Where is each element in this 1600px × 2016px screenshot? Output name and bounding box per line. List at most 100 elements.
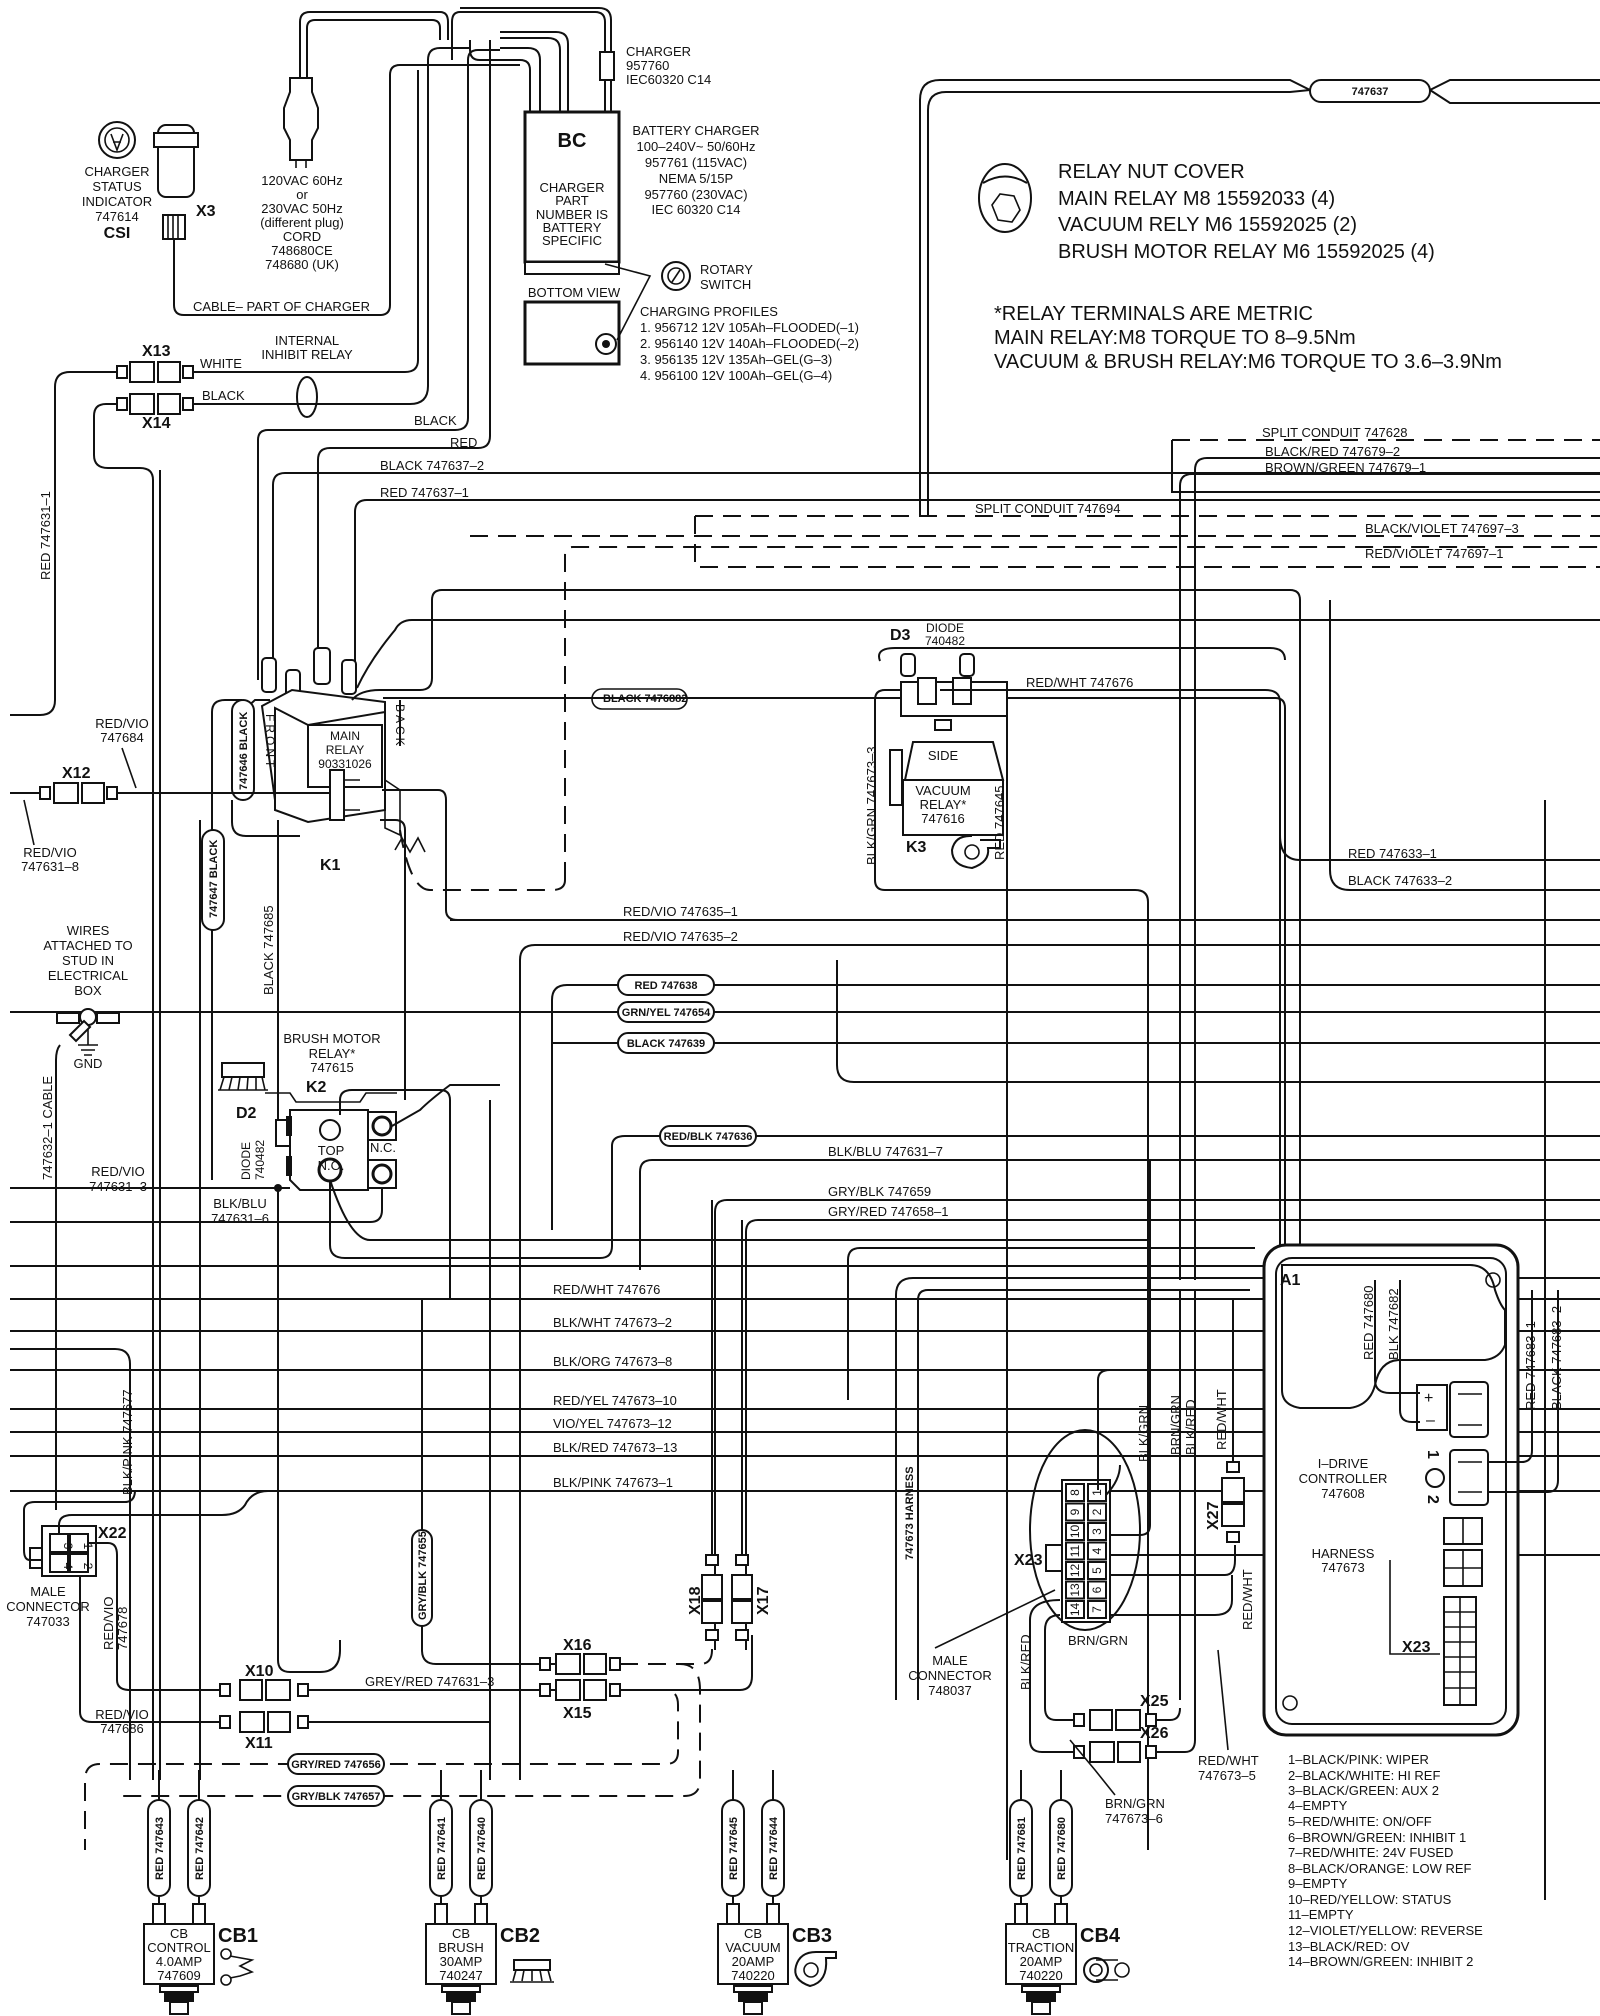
blkred-747673-13-label: BLK/RED 747673–13 xyxy=(553,1440,677,1455)
x10-label: X10 xyxy=(245,1663,274,1680)
x15-label: X15 xyxy=(563,1705,592,1722)
blkpink-747677-label: BLK/PINK 747677 xyxy=(120,1389,135,1495)
pill-747654 xyxy=(617,1001,715,1023)
k2-top: TOP xyxy=(318,1143,345,1158)
bc-desc-4: NEMA 5/15P xyxy=(659,171,733,186)
nut-cover-line-4: BRUSH MOTOR RELAY M6 15592025 (4) xyxy=(1058,241,1435,263)
blkblu-747631-6-1: BLK/BLU xyxy=(213,1196,266,1211)
gryblk-747655-label: GRY/BLK 747655 xyxy=(417,1531,429,1620)
x23-pin-9 xyxy=(1065,1502,1085,1522)
x23-pin-5 xyxy=(1087,1561,1107,1580)
redyel-747673-10-label: RED/YEL 747673–10 xyxy=(553,1393,677,1408)
breaker-wire-label: RED 747645 xyxy=(728,1817,740,1880)
d2-label-1: DIODE xyxy=(239,1142,253,1180)
breaker-wire-label: RED 747640 xyxy=(476,1817,488,1880)
bc-inner-5: SPECIFIC xyxy=(542,233,602,248)
cord-line-4: (different plug) xyxy=(260,215,344,230)
svg-text:1: 1 xyxy=(1424,1450,1441,1459)
redvio-747631-3-1: RED/VIO xyxy=(91,1164,144,1179)
cable-note: CABLE– PART OF CHARGER xyxy=(193,299,370,314)
profile-1: 1. 956712 12V 105Ah–FLOODED(–1) xyxy=(640,320,859,335)
k3-line-3: 747616 xyxy=(921,811,964,826)
breaker-text: BRUSH xyxy=(438,1940,484,1955)
gryblk-747657-label: GRY/BLK 747657 xyxy=(292,1791,381,1803)
breaker-wire-label: RED 747642 xyxy=(194,1817,206,1880)
iec-label-3: IEC60320 C14 xyxy=(626,72,711,87)
breaker-wire-label: RED 747680 xyxy=(1056,1817,1068,1880)
torque-note-3: VACUUM & BRUSH RELAY:M6 TORQUE TO 3.6–3.… xyxy=(994,351,1502,373)
x23-pin-label: 10 xyxy=(1068,1525,1082,1539)
csi-label-3: INDICATOR xyxy=(82,194,152,209)
blk-grn-label: BLK/GRN xyxy=(1136,1405,1151,1462)
black-747646-label: 747646 BLACK xyxy=(238,712,250,790)
x26-label: X26 xyxy=(1140,1725,1169,1742)
ground-note-4: ELECTRICAL xyxy=(48,968,128,983)
redwht-747676-label: RED/WHT 747676 xyxy=(553,1282,660,1297)
redvio-747635-1-label: RED/VIO 747635–1 xyxy=(623,904,738,919)
breaker-terminal xyxy=(1054,1903,1068,1925)
ground-note-1: WIRES xyxy=(67,923,110,938)
redvio-747678-2: 747678 xyxy=(115,1607,130,1650)
main-relay-k1: MAIN RELAY 90331026 FRONT BACK K1 xyxy=(260,647,426,874)
d2-tag: D2 xyxy=(236,1105,257,1122)
blkpink-747673-1-label: BLK/PINK 747673–1 xyxy=(553,1475,673,1490)
brush-icon xyxy=(510,1959,554,1983)
k2-tag: K2 xyxy=(306,1079,327,1096)
a1-tag: A1 xyxy=(1280,1272,1301,1289)
relay-nut-cover-icon xyxy=(978,163,1032,233)
red-747637-1-label: RED 747637–1 xyxy=(380,485,469,500)
redvio-747631-3-2: 747631–3 xyxy=(89,1179,147,1194)
breaker-terminal xyxy=(726,1903,740,1925)
bc-inner-4: BATTERY xyxy=(543,220,602,235)
black-7476882-label: BLACK 7476882 xyxy=(603,693,687,705)
charger-status-indicator: CHARGER STATUS INDICATOR 747614 CSI xyxy=(82,121,152,242)
x22-label: X22 xyxy=(98,1525,127,1542)
x15-connector: X15 xyxy=(539,1679,621,1722)
x23-pin-6 xyxy=(1087,1580,1107,1600)
x23-pin-3 xyxy=(1087,1522,1107,1541)
ground-stud: GND xyxy=(56,1008,120,1071)
black-747637-2-label: BLACK 747637–2 xyxy=(380,458,484,473)
ground-note-2: ATTACHED TO xyxy=(43,938,132,953)
redwht-747673-5-1: RED/WHT xyxy=(1198,1753,1259,1768)
nut-cover-line-1: RELAY NUT COVER xyxy=(1058,161,1245,183)
breaker-text: CB xyxy=(452,1926,470,1941)
black-747647-label: 747647 BLACK xyxy=(208,840,220,918)
red-747631-1-label: RED 747631–1 xyxy=(38,491,53,580)
legend-line-4: 4–EMPTY xyxy=(1288,1798,1348,1813)
main-relay-line-1: MAIN xyxy=(330,729,360,743)
inhibit-relay-loop xyxy=(296,376,318,418)
breaker-text: TRACTION xyxy=(1008,1940,1074,1955)
male-conn-748037-3: 748037 xyxy=(928,1683,971,1698)
ground-note-5: BOX xyxy=(74,983,102,998)
legend-line-10: 10–RED/YELLOW: STATUS xyxy=(1288,1892,1452,1907)
breaker-body xyxy=(1005,1923,1077,1985)
blkgrn-747673-3-label: BLK/GRN 747673–3 xyxy=(864,746,879,865)
x11-connector: X11 xyxy=(219,1711,309,1752)
traction-motor-icon xyxy=(1083,1957,1130,1983)
grnyel-747654-label: GRN/YEL 747654 xyxy=(622,1007,711,1019)
rotary-switch-label-2: SWITCH xyxy=(700,277,751,292)
greyred-747631-3-label: GREY/RED 747631–3 xyxy=(365,1674,494,1689)
black-747633-2-label: BLACK 747633–2 xyxy=(1348,873,1452,888)
x23-pin-label: 14 xyxy=(1068,1603,1082,1617)
redvio-747686-2: 747686 xyxy=(100,1721,143,1736)
x3-connector: X3 xyxy=(153,124,216,240)
battery-plus: + xyxy=(1424,1390,1433,1407)
blk-red-label: BLK/RED xyxy=(1183,1399,1198,1455)
pill-747657 xyxy=(287,1785,385,1807)
bc-desc-6: IEC 60320 C14 xyxy=(652,202,741,217)
battery-charger: BC CHARGER PART NUMBER IS BATTERY SPECIF… xyxy=(451,7,652,366)
brngrn-747673-6-1: BRN/GRN xyxy=(1105,1796,1165,1811)
x17-label: X17 xyxy=(755,1586,772,1615)
iec-inlet-icon xyxy=(599,51,615,81)
black-747685-label: BLACK 747685 xyxy=(261,905,276,995)
x23-pin-label: 8 xyxy=(1068,1489,1082,1496)
red-wht2-label: RED/WHT xyxy=(1240,1569,1255,1630)
power-cord-plug xyxy=(283,11,449,168)
rotary-switch-label-1: ROTARY xyxy=(700,262,753,277)
breaker-text: CB xyxy=(1032,1926,1050,1941)
